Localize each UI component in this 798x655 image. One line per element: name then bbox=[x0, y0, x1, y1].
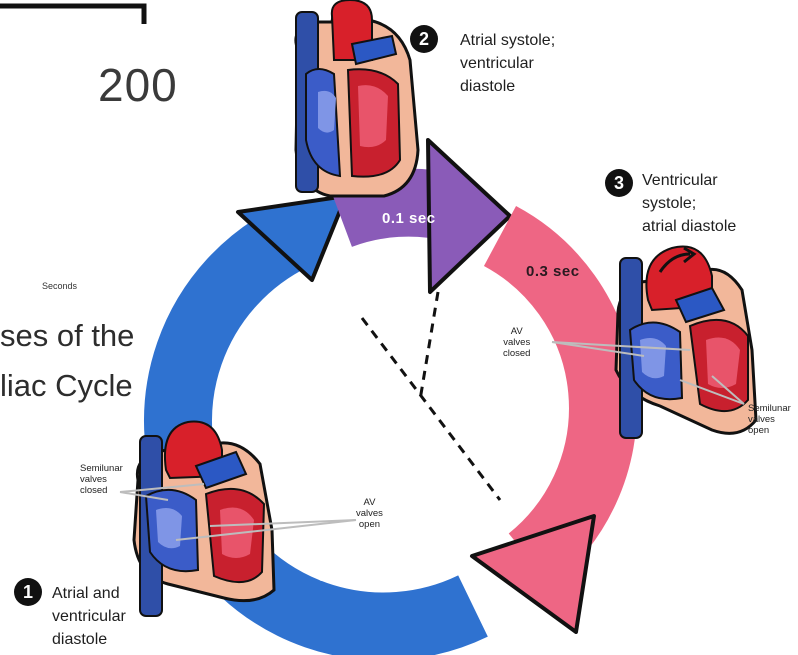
heart-illustration-2 bbox=[296, 0, 418, 196]
phase-1-duration: 0.4 sec bbox=[318, 568, 372, 585]
heart-illustration-1 bbox=[134, 422, 274, 616]
phase-3-label: Ventricular systole; atrial diastole bbox=[642, 169, 736, 238]
scale-bracket bbox=[0, 6, 144, 24]
title-fragment-2: liac Cycle bbox=[0, 368, 133, 404]
scale-number: 200 bbox=[98, 58, 178, 112]
phase-1-label: Atrial and ventricular diastole bbox=[52, 582, 126, 651]
phase-2-label: Atrial systole; ventricular diastole bbox=[460, 29, 555, 98]
phase-2-badge: 2 bbox=[410, 25, 438, 53]
phase-3-badge: 3 bbox=[605, 169, 633, 197]
heart-illustration-3 bbox=[616, 247, 756, 438]
divider-dashed-line-2 bbox=[420, 292, 438, 400]
annotation-semilunar-open: Semilunar valves open bbox=[748, 403, 791, 436]
divider-dashed-line-1 bbox=[362, 318, 500, 500]
title-fragment-1: ses of the bbox=[0, 318, 134, 354]
annotation-semilunar-closed: Semilunar valves closed bbox=[80, 463, 123, 496]
phase-3-duration: 0.3 sec bbox=[526, 263, 580, 280]
annotation-av-open: AV valves open bbox=[356, 497, 383, 530]
annotation-av-closed: AV valves closed bbox=[503, 326, 530, 359]
scale-unit-label: Seconds bbox=[42, 281, 77, 291]
phase-1-badge: 1 bbox=[14, 578, 42, 606]
phase-3-arc bbox=[500, 236, 603, 560]
phase-2-duration: 0.1 sec bbox=[382, 210, 436, 227]
